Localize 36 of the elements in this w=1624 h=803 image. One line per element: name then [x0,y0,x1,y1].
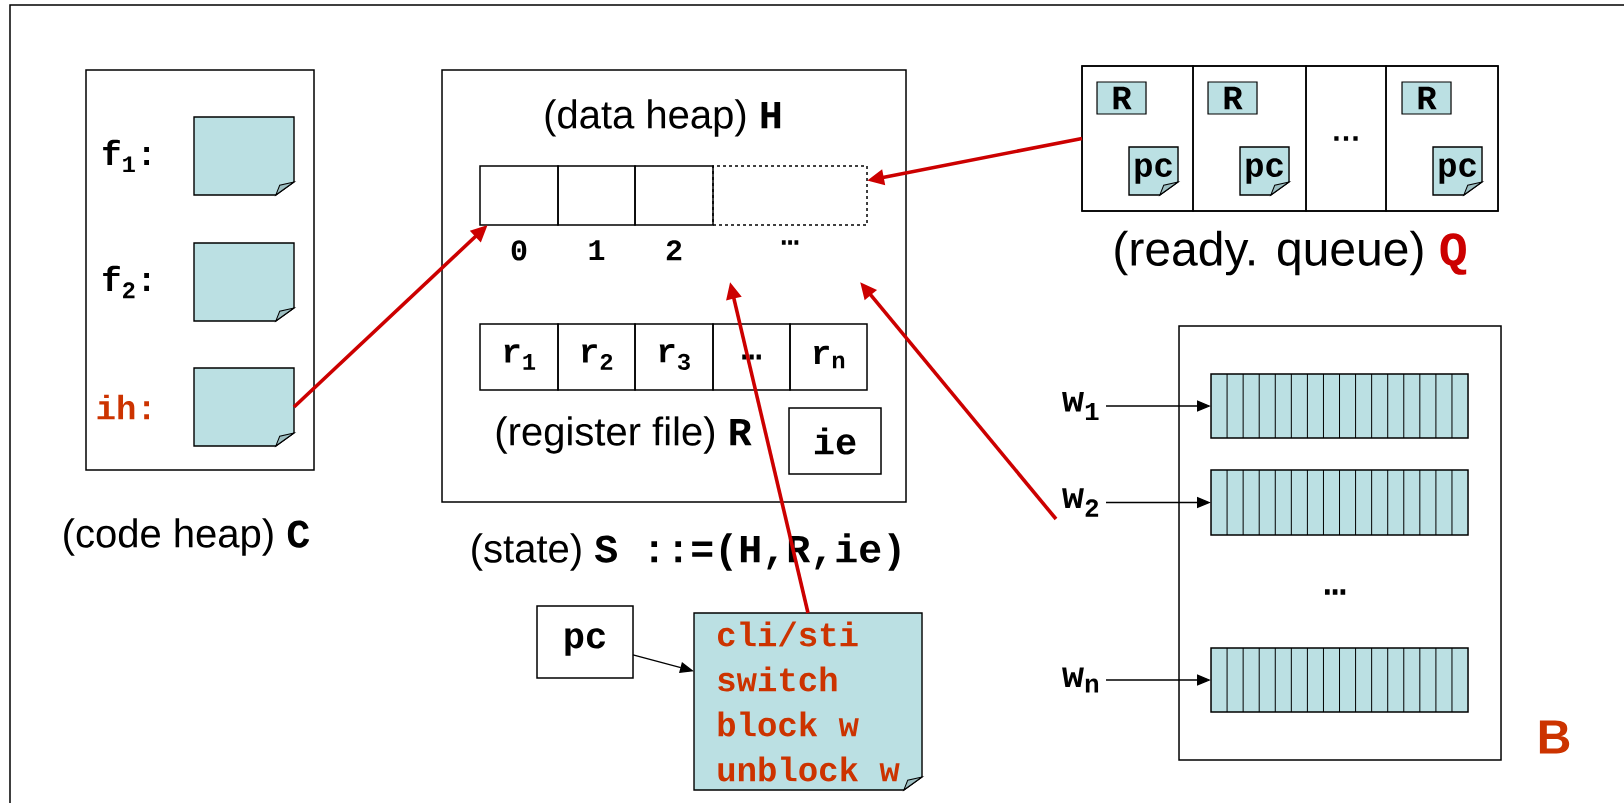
instruction-note: cli/sti switch block w unblock w [693,612,923,791]
register-cell: r$_{3}$ [634,323,714,391]
index-label: 0 [511,240,527,261]
wait-label: w$_{1}$ [1062,392,1099,421]
register-cell: r$_{1}$ [479,323,559,391]
flag-box: ie [788,407,882,475]
wait-label: w$_{2}$ [1062,488,1099,517]
queue-caption: (ready. queue) Q [1115,230,1467,276]
block-label: f$_{2}$: [103,265,149,299]
index-label: 1 [589,240,605,260]
queue-bar [1210,469,1469,536]
heap-caption: (data heap) H [545,99,781,137]
pc-note: pc [1239,146,1290,196]
ellipsis: … [1325,589,1346,595]
register-tag: R [1401,81,1452,115]
queue-cell [1081,65,1194,212]
pc-box: pc [536,605,634,679]
queue-bar [1210,373,1469,439]
box-letter: B [1539,720,1570,754]
register-tag: R [1096,81,1147,115]
pc-note: pc [1128,146,1179,196]
wait-label: w$_{n}$ [1062,667,1099,693]
register-tag: R [1207,81,1258,115]
queue-cell [1385,65,1499,212]
queue-bar [1210,647,1469,713]
register-cell: r$_{n}$ [789,323,868,391]
block-label: f$_{1}$: [103,139,149,173]
heap-caption: (code heap) C [64,518,310,556]
index-label: … [781,240,799,245]
register-cell: r$_{2}$ [557,323,636,391]
pc-note: pc [1432,146,1483,196]
queue-cell [1192,65,1307,212]
register-caption: (register file) R [496,416,752,454]
queue-cell: … [1305,65,1387,212]
block-label: ih: [97,394,149,420]
index-label: 2 [666,240,682,261]
